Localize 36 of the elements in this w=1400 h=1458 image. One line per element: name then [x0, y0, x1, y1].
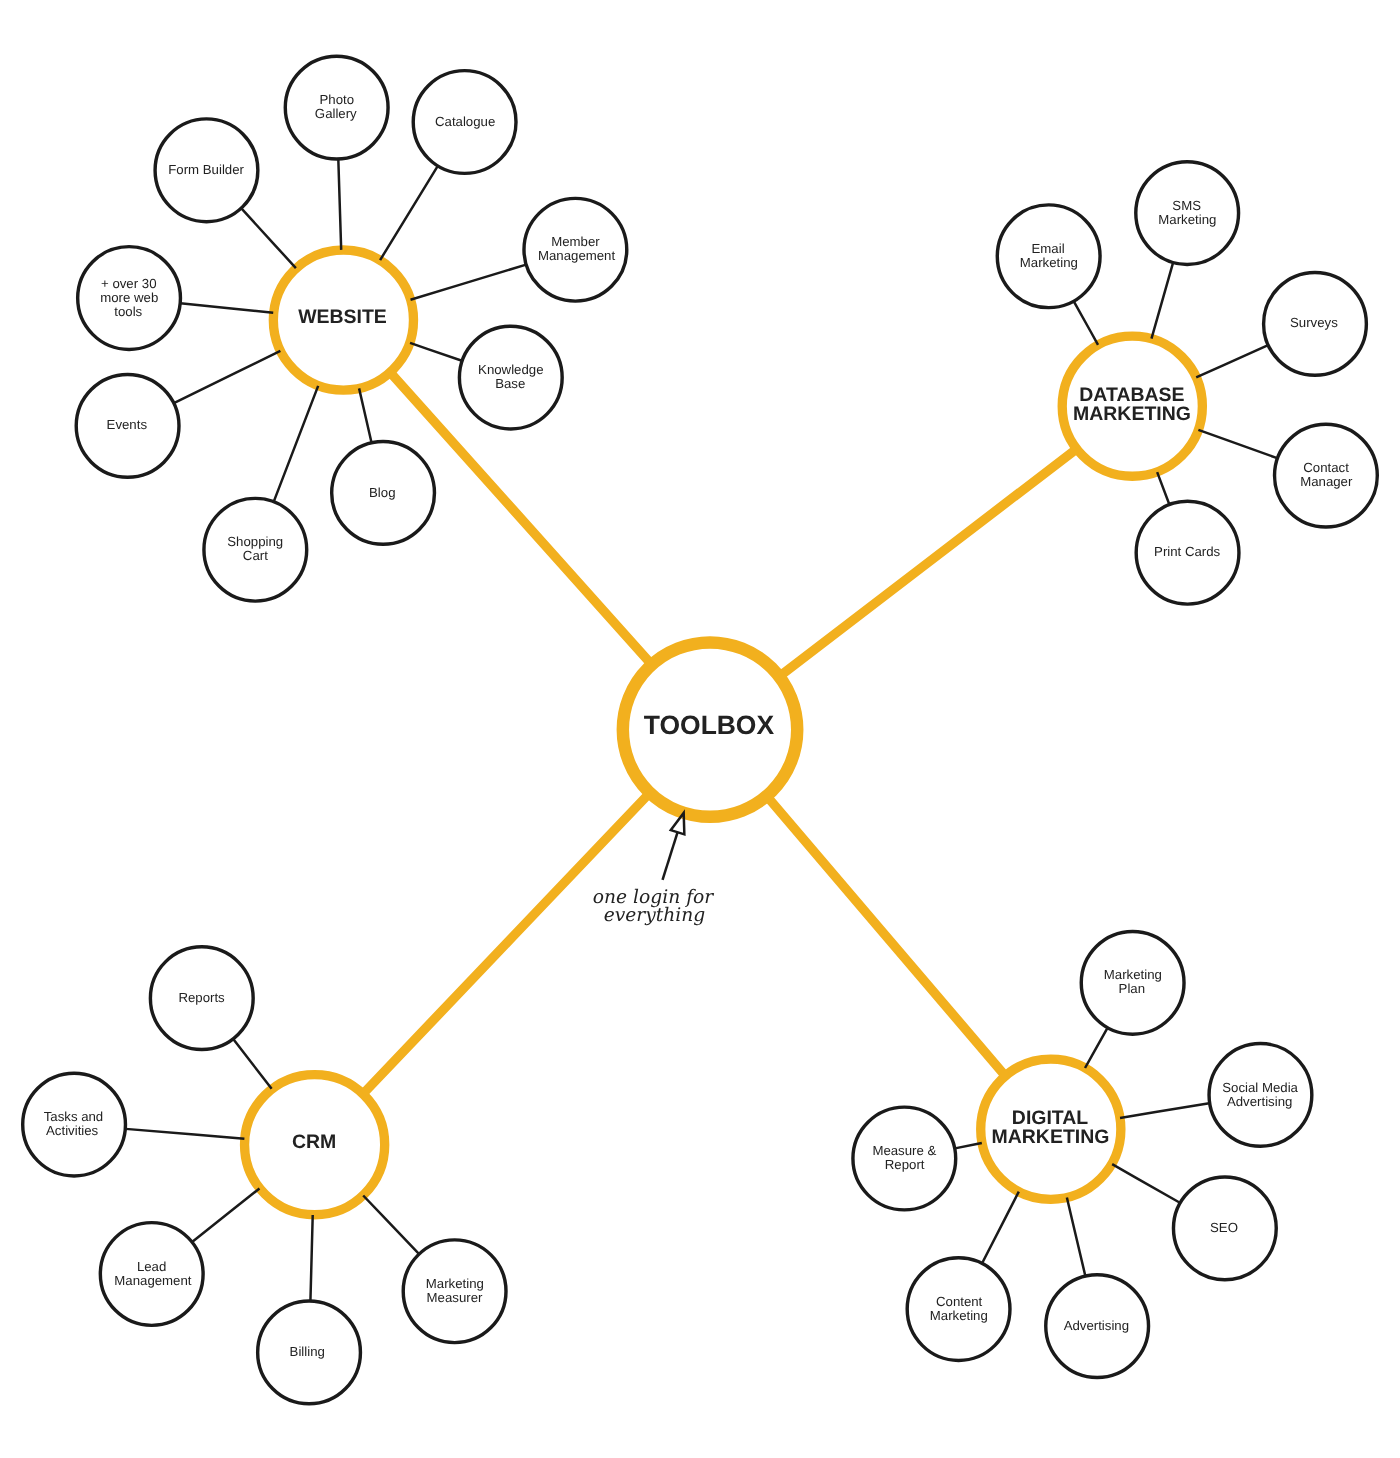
connector: [232, 1037, 273, 1089]
connector: [954, 1140, 983, 1149]
node-circle: DATABASE MARKETING: [1057, 330, 1208, 480]
connector: [173, 348, 281, 404]
connector: [125, 1126, 245, 1140]
node-text: one login for everything: [592, 885, 714, 927]
connector: [272, 384, 320, 501]
node-circle: WEBSITE: [268, 244, 419, 394]
connector: [359, 788, 653, 1096]
connector: [1197, 427, 1278, 459]
connector: [1065, 1196, 1087, 1276]
connector: [776, 444, 1080, 680]
arrow: [661, 808, 686, 880]
connector: [410, 262, 527, 300]
connector: [379, 164, 439, 260]
connector: [180, 301, 274, 314]
connector: [1156, 470, 1171, 504]
connector: [387, 368, 655, 667]
connector: [1083, 1026, 1109, 1068]
connector: [309, 1213, 314, 1300]
node-circle: TOOLBOX: [616, 635, 804, 823]
connector: [240, 206, 297, 268]
connector: [337, 158, 343, 249]
connector: [1072, 299, 1100, 345]
connector: [357, 387, 373, 442]
node-circle: CRM: [239, 1068, 390, 1219]
connector: [763, 792, 1009, 1078]
connector: [981, 1190, 1020, 1263]
connector: [1150, 261, 1175, 338]
connector: [409, 340, 463, 361]
connector: [191, 1186, 261, 1242]
node-circle: DIGITAL MARKETING: [976, 1053, 1126, 1203]
connector: [362, 1193, 420, 1254]
connector: [1195, 342, 1269, 378]
connector: [1111, 1162, 1181, 1203]
connector: [1119, 1101, 1210, 1119]
